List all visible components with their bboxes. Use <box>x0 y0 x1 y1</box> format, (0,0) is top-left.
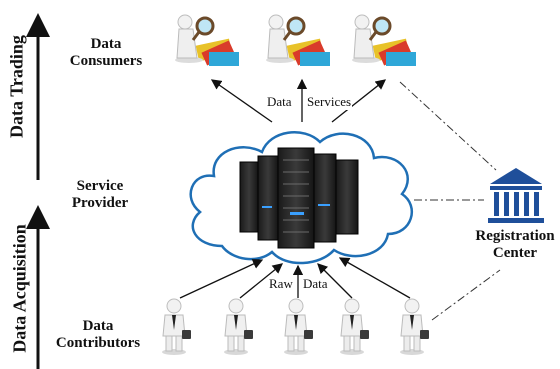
data-consumers-line2: Consumers <box>69 53 143 70</box>
data-contributors-label: Data Contributors <box>48 318 148 353</box>
registration-center-line1: Registration <box>475 228 555 244</box>
businessman-with-briefcase-icon <box>339 298 370 356</box>
service-provider-line2: Provider <box>71 195 129 212</box>
businessman-with-briefcase-icon <box>223 298 254 356</box>
service-arrow-right <box>331 79 387 123</box>
raw-data-arrow-5 <box>338 257 411 299</box>
data-contributors-line1: Data <box>82 318 114 334</box>
institution-building-icon <box>488 168 544 223</box>
analyst-with-magnifier-and-folders-icon <box>350 13 418 68</box>
registration-center-line2: Center <box>492 245 538 262</box>
data-consumers-label: Data Consumers <box>64 36 148 71</box>
server-rack-icon <box>239 147 359 249</box>
analyst-with-magnifier-and-folders-icon <box>264 13 332 68</box>
registration-center-label: Registration Center <box>470 228 560 263</box>
businessman-with-briefcase-icon <box>161 298 192 356</box>
data-consumers-line1: Data <box>90 36 122 52</box>
data-services-services-word: Services <box>306 94 353 110</box>
data-contributors-line2: Contributors <box>55 335 141 352</box>
raw-data-arrow-2 <box>239 263 284 299</box>
raw-data-data-word: Data <box>302 276 329 292</box>
service-arrow-left <box>210 79 273 123</box>
data-trading-label: Data Trading <box>6 35 27 138</box>
raw-data-arrow-4 <box>317 263 353 299</box>
data-services-data-word: Data <box>266 94 293 110</box>
analyst-with-magnifier-and-folders-icon <box>173 13 241 68</box>
businessman-with-briefcase-icon <box>283 298 314 356</box>
raw-data-raw-word: Raw <box>268 276 294 292</box>
service-provider-label: Service Provider <box>60 178 140 213</box>
service-provider-line1: Service <box>76 178 124 194</box>
data-acquisition-label: Data Acquisition <box>9 224 30 353</box>
registration-links <box>399 81 501 321</box>
businessman-with-briefcase-icon <box>399 298 430 356</box>
raw-data-arrow-1 <box>179 259 264 299</box>
